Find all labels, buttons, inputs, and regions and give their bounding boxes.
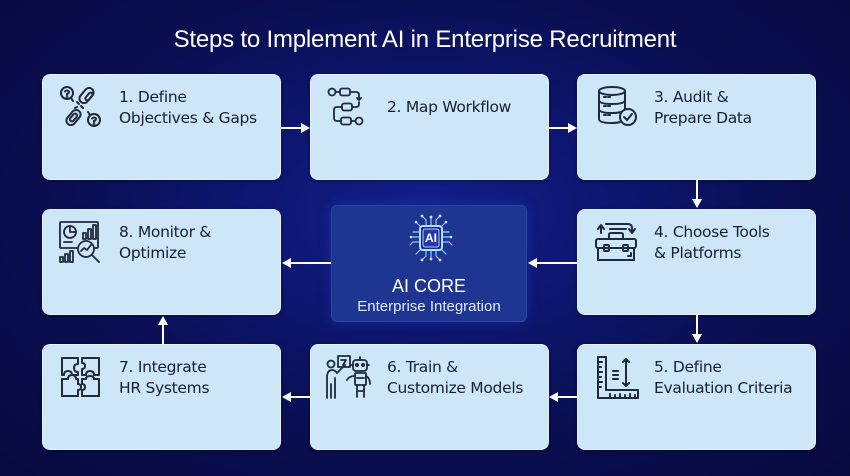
- ai-chip-label: AI: [425, 231, 437, 245]
- step-title-line1: 3. Audit &: [654, 88, 729, 106]
- page-title: Steps to Implement AI in Enterprise Recr…: [173, 26, 677, 53]
- step-title-line2: Evaluation Criteria: [654, 379, 793, 397]
- step-title-line2: & Platforms: [654, 244, 742, 262]
- arrow-step4-to-core: [527, 257, 577, 269]
- ai-chip-icon: AI: [406, 212, 456, 270]
- step-card-7: 7. Integrate HR Systems: [42, 344, 281, 450]
- toolbox-icon: [592, 219, 642, 265]
- step-title-line2: Objectives & Gaps: [119, 109, 257, 127]
- broken-link-question-icon: [57, 84, 107, 130]
- step-card-4: 4. Choose Tools & Platforms: [577, 209, 816, 315]
- arrow-step1-to-step2: [281, 122, 311, 134]
- step-title-line1: 7. Integrate: [119, 358, 207, 376]
- arrow-step3-to-step4: [691, 180, 703, 209]
- ruler-measure-icon: [592, 354, 642, 400]
- step-title-line2: HR Systems: [119, 379, 210, 397]
- step-card-3: 3. Audit & Prepare Data: [577, 74, 816, 180]
- step-card-5: 5. Define Evaluation Criteria: [577, 344, 816, 450]
- arrow-step5-to-step6: [548, 391, 578, 403]
- arrow-step7-to-step8: [157, 315, 169, 344]
- step-card-8: 8. Monitor & Optimize: [42, 209, 281, 315]
- arrow-step6-to-step7: [281, 391, 311, 403]
- puzzle-icon: [57, 354, 107, 400]
- database-check-icon: [592, 84, 642, 130]
- step-title-line2: Optimize: [119, 244, 187, 262]
- step-label: 7. Integrate HR Systems: [119, 357, 274, 399]
- ai-core-subtitle: Enterprise Integration: [357, 298, 501, 315]
- step-title-line1: 8. Monitor &: [119, 223, 212, 241]
- step-card-2: 2. Map Workflow: [310, 74, 549, 180]
- workflow-icon: [325, 84, 375, 130]
- step-card-6: 6. Train & Customize Models: [310, 344, 549, 450]
- ai-core-panel: AI AI CORE Enterprise Integration: [331, 205, 527, 322]
- step-label: 3. Audit & Prepare Data: [654, 87, 809, 129]
- step-label: 4. Choose Tools & Platforms: [654, 222, 809, 264]
- arrow-step4-to-step5: [691, 315, 703, 344]
- step-label: 2. Map Workflow: [387, 97, 542, 118]
- ai-core-title: AI CORE: [391, 276, 466, 296]
- step-title-line1: 5. Define: [654, 358, 722, 376]
- step-card-1: 1. Define Objectives & Gaps: [42, 74, 281, 180]
- analytics-magnifier-icon: [57, 219, 107, 265]
- arrow-step2-to-step3: [548, 122, 578, 134]
- arrow-core-to-step8: [281, 257, 331, 269]
- step-title-line1: 6. Train &: [387, 358, 458, 376]
- step-title-line2: Customize Models: [387, 379, 524, 397]
- step-label: 8. Monitor & Optimize: [119, 222, 274, 264]
- step-title-line1: 4. Choose Tools: [654, 223, 770, 241]
- step-title-line1: 2. Map Workflow: [387, 98, 512, 116]
- step-label: 5. Define Evaluation Criteria: [654, 357, 809, 399]
- step-label: 6. Train & Customize Models: [387, 357, 542, 399]
- step-title-line2: Prepare Data: [654, 109, 752, 127]
- step-title-line1: 1. Define: [119, 88, 187, 106]
- person-teaching-robot-icon: [325, 354, 375, 400]
- step-label: 1. Define Objectives & Gaps: [119, 87, 274, 129]
